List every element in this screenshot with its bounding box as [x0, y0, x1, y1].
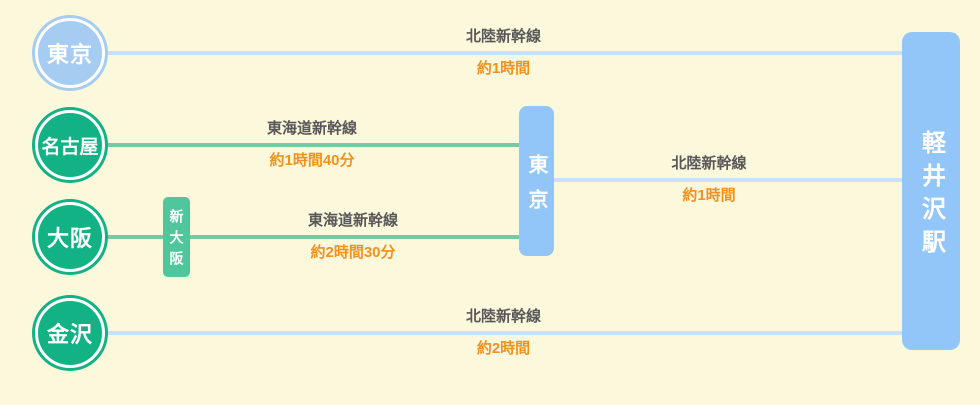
- route-name-tokyo-karuizawa: 北陸新幹線: [465, 28, 541, 45]
- route-line-tokyobox-karuizawa: [554, 178, 902, 182]
- route-time-kanazawa-karuizawa: 約2時間: [476, 340, 531, 357]
- via-label-tokyo: 東京: [525, 153, 547, 224]
- route-line-osaka-tokyo: [105, 235, 519, 239]
- via-box-tokyo: 東京: [519, 106, 554, 256]
- route-time-tokyo-karuizawa: 約1時間: [476, 60, 531, 77]
- origin-circle-tokyo: 東京: [32, 15, 108, 91]
- route-name-osaka-tokyo: 東海道新幹線: [307, 212, 398, 229]
- via-label-shin-osaka: 新大阪: [168, 209, 185, 272]
- origin-label-tokyo: 東京: [46, 42, 93, 67]
- route-name-nagoya-tokyo: 東海道新幹線: [266, 120, 357, 137]
- origin-circle-osaka: 大阪: [32, 199, 108, 275]
- origin-label-nagoya: 名古屋: [41, 136, 99, 158]
- route-name-kanazawa-karuizawa: 北陸新幹線: [465, 308, 541, 325]
- via-box-shin-osaka: 新大阪: [163, 197, 190, 277]
- route-line-kanazawa-karuizawa: [105, 331, 902, 335]
- origin-label-kanazawa: 金沢: [46, 322, 93, 347]
- route-name-tokyobox-karuizawa: 北陸新幹線: [671, 155, 747, 172]
- origin-circle-kanazawa: 金沢: [32, 295, 108, 371]
- route-line-nagoya-tokyo: [105, 143, 519, 147]
- origin-label-osaka: 大阪: [46, 226, 93, 251]
- origin-circle-nagoya: 名古屋: [32, 107, 108, 183]
- route-time-tokyobox-karuizawa: 約1時間: [682, 187, 736, 204]
- route-line-tokyo-karuizawa: [105, 51, 902, 55]
- destination-box-karuizawa: 軽井沢駅: [902, 32, 960, 350]
- route-time-osaka-tokyo: 約2時間30分: [310, 244, 396, 261]
- destination-label: 軽井沢駅: [917, 129, 945, 262]
- route-time-nagoya-tokyo: 約1時間40分: [269, 152, 355, 169]
